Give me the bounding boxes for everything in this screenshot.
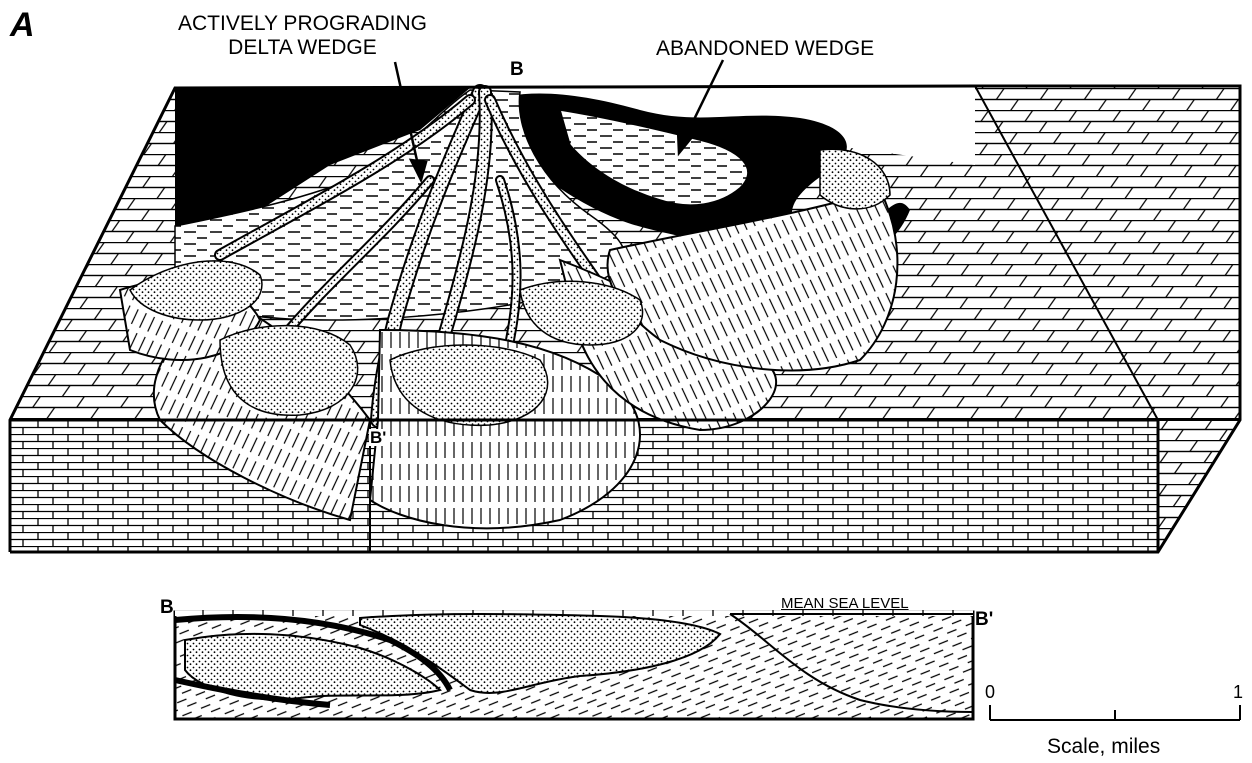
scale-unit-label: Scale, miles (1047, 736, 1160, 757)
actively-prograding-line1: ACTIVELY PROGRADING (178, 12, 427, 36)
section-b-prime-marker-block: B' (369, 429, 387, 446)
actively-prograding-label: ACTIVELY PROGRADING DELTA WEDGE (178, 12, 427, 60)
cross-section (175, 610, 973, 719)
abandoned-wedge-label: ABANDONED WEDGE (656, 38, 874, 59)
section-b-marker-block: B (510, 60, 524, 79)
actively-prograding-line2: DELTA WEDGE (178, 36, 427, 60)
scale-min-label: 0 (985, 683, 995, 701)
section-b-prime-marker: B' (975, 610, 993, 629)
scale-max-label: 1 (1233, 683, 1243, 701)
figure-letter: A (10, 8, 35, 42)
mean-sea-level-label: MEAN SEA LEVEL (781, 596, 909, 611)
section-b-marker: B (160, 598, 174, 617)
block-diagram-body (10, 60, 1240, 552)
scale-bar (990, 705, 1240, 720)
